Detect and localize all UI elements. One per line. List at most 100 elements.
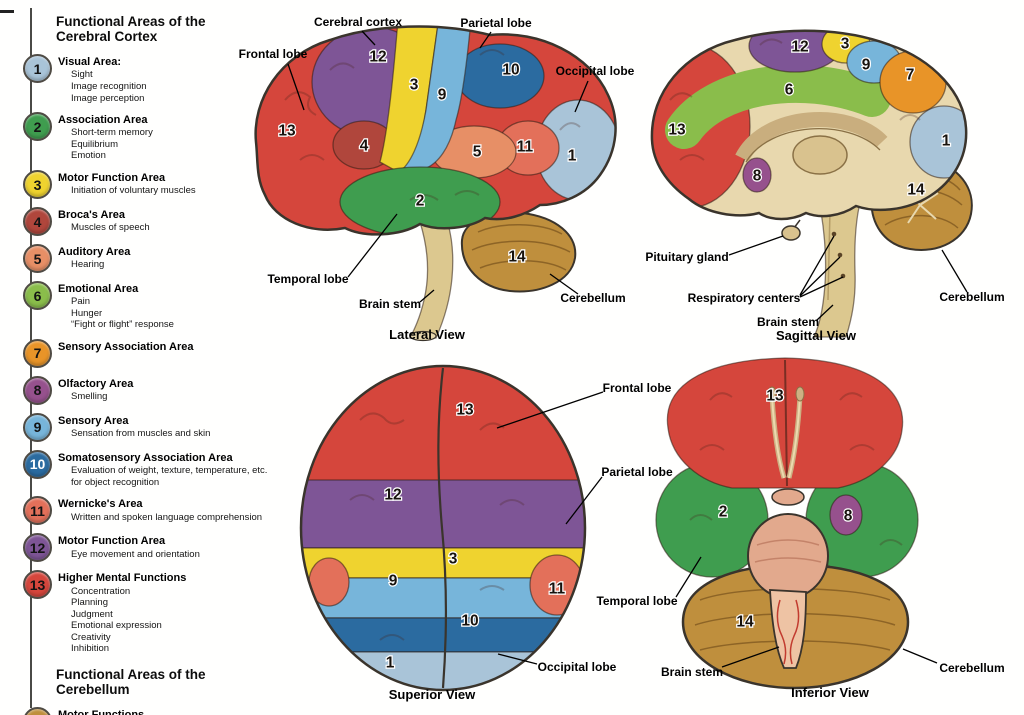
superior-region-12-band (301, 479, 585, 549)
sagittal-region-6-band (665, 64, 891, 149)
legend-item-title: Visual Area: (58, 56, 121, 69)
label-occipital-lobe: Occipital lobe (556, 64, 635, 78)
legend-item-text: Somatosensory Association Area Evaluatio… (58, 450, 276, 488)
legend-number: 2 (33, 118, 42, 135)
region-number: 1 (942, 133, 951, 150)
region-number: 8 (844, 508, 853, 525)
legend-item-title: Olfactory Area (58, 377, 134, 390)
region-number: 3 (449, 551, 458, 568)
legend-number: 13 (29, 576, 46, 593)
legend-number: 10 (29, 456, 46, 473)
gyri-texture (284, 49, 581, 201)
legend-item-title: Wernicke's Area (58, 498, 143, 511)
inferior-midline-fissure (784, 359, 788, 487)
label-frontal-lobe: Frontal lobe (239, 47, 308, 61)
legend-item-desc: Smelling (71, 391, 108, 403)
legend-item: 11 Wernicke's Area Written and spoken la… (23, 496, 290, 526)
region-number: 9 (389, 573, 398, 590)
corner-tick (0, 10, 14, 13)
region-number: 3 (410, 77, 419, 94)
region-number: 4 (360, 138, 369, 155)
legend-item-title: Emotional Area (58, 283, 139, 296)
region-number: 2 (719, 504, 728, 521)
sagittal-view: 13 12 3 9 7 6 1 8 14 Pituitary gland Res… (645, 29, 1005, 343)
legend-heading-cerebellum: Functional Areas of the Cerebellum (56, 666, 206, 698)
region-number: 11 (517, 139, 534, 156)
label-cerebellum: Cerebellum (939, 290, 1004, 304)
sagittal-leader-lines (728, 235, 968, 321)
region-number: 7 (906, 67, 915, 84)
legend-item-title: Motor Function Area (58, 172, 166, 185)
legend-number-badge: 10 (23, 449, 52, 479)
legend-item: 8 Olfactory Area Smelling (23, 375, 290, 405)
legend-item-desc: Sensation from muscles and skin (71, 428, 211, 440)
legend-item-title: Sensory Area (58, 414, 129, 427)
label-parietal-lobe: Parietal lobe (460, 16, 532, 30)
view-caption-sagittal: Sagittal View (776, 328, 857, 343)
legend-number: 6 (33, 287, 42, 304)
legend-item-text: Motor Function Area Eye movement and ori… (58, 533, 200, 560)
legend-item-text: Motor Functions Coordination of movement… (58, 707, 182, 715)
legend-item-desc: Pain (71, 296, 91, 308)
legend-item-desc: Equilibrium (71, 138, 118, 150)
legend-item-desc: Sight (71, 69, 93, 81)
label-cerebellum: Cerebellum (560, 291, 625, 305)
legend-item-title: Broca's Area (58, 209, 126, 222)
lateral-region-2-temporal (339, 166, 501, 235)
gyri-texture (669, 38, 921, 161)
region-number: 9 (862, 57, 871, 74)
legend-item-descs: Pain Hunger “Fight or flight” response (58, 296, 174, 331)
region-number: 1 (568, 148, 577, 165)
region-number: 6 (785, 82, 794, 99)
legend-item: 13 Higher Mental Functions Concentration… (23, 570, 290, 655)
legend-number: 12 (29, 539, 46, 556)
region-number: 11 (549, 581, 566, 598)
legend-number-badge: 8 (23, 375, 52, 405)
legend-item-text: Sensory Association Area (58, 339, 194, 354)
legend-item-desc: Eye movement and orientation (71, 548, 200, 560)
label-cerebral-cortex: Cerebral cortex (314, 15, 402, 29)
legend-item: 5 Auditory Area Hearing (23, 244, 290, 274)
legend-number-badge: 4 (23, 207, 52, 237)
legend-item-desc: Planning (71, 597, 108, 609)
region-number: 2 (416, 193, 425, 210)
legend-cortex-list: 1 Visual Area: Sight Image recognition I… (0, 54, 290, 655)
region-number: 12 (791, 39, 808, 56)
lateral-stem-cut (409, 330, 437, 342)
legend-number: 5 (33, 250, 42, 267)
legend-cerebellum-list: 14 Motor Functions Coordination of movem… (0, 707, 290, 715)
legend-number: 14 (30, 714, 46, 715)
region-number: 14 (736, 614, 754, 631)
legend-number: 8 (33, 382, 42, 399)
legend-item-title: Auditory Area (58, 246, 131, 259)
legend-item: 1 Visual Area: Sight Image recognition I… (23, 54, 290, 104)
label-respiratory-centers: Respiratory centers (688, 291, 801, 305)
legend-item-desc: Written and spoken language comprehensio… (71, 511, 263, 523)
legend-item-descs: Short-term memory Equilibrium Emotion (58, 127, 153, 162)
label-brain-stem: Brain stem (359, 297, 421, 311)
sagittal-numbers: 13 12 3 9 7 6 1 8 14 (667, 34, 952, 199)
legend-item: 12 Motor Function Area Eye movement and … (23, 533, 290, 563)
region-number: 10 (461, 613, 478, 630)
legend-item-desc: Muscles of speech (71, 222, 150, 234)
pons-striation (754, 539, 822, 563)
label-brain-stem: Brain stem (757, 315, 819, 329)
label-parietal-lobe: Parietal lobe (601, 465, 673, 479)
region-number: 13 (766, 388, 784, 405)
legend-item-desc: Evaluation of weight, texture, temperatu… (71, 465, 268, 488)
legend-item: 3 Motor Function Area Initiation of volu… (23, 170, 290, 200)
legend-heading-cortex: Functional Areas of the Cerebral Cortex (56, 14, 206, 45)
gyri-texture (699, 392, 875, 451)
pituitary-gland-shape (781, 225, 801, 241)
legend-item: 7 Sensory Association Area (23, 338, 290, 368)
legend-item-desc: Short-term memory (71, 127, 153, 139)
vertebral-arteries (776, 599, 800, 665)
sagittal-region-8 (742, 157, 772, 193)
legend-item-desc: Creativity (71, 631, 111, 643)
legend-item-descs: Eye movement and orientation (58, 549, 200, 561)
legend-item-text: Motor Function Area Initiation of volunt… (58, 170, 196, 197)
legend-item: 2 Association Area Short-term memory Equ… (23, 112, 290, 162)
legend-number: 3 (33, 176, 42, 193)
legend-item-descs: Sight Image recognition Image perception (58, 69, 147, 104)
